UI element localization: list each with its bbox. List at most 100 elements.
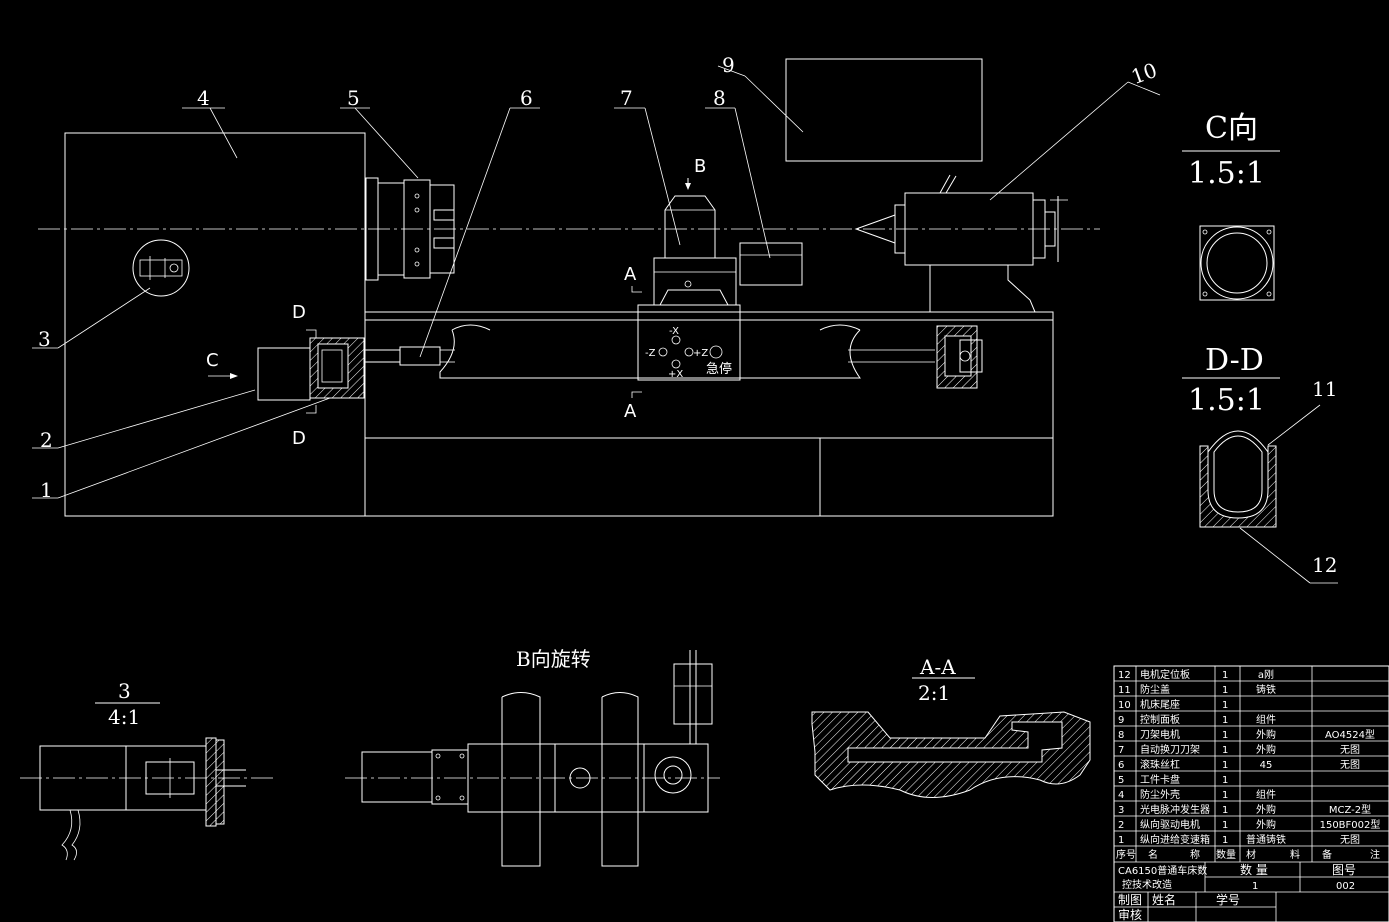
callout-12: 12	[1312, 553, 1337, 577]
dd-view-scale: 1.5:1	[1188, 383, 1265, 418]
callout-11: 11	[1312, 377, 1337, 401]
parts-cell-note: AO4524型	[1325, 728, 1375, 741]
dd-view	[1182, 377, 1280, 528]
detail3-scale: 4:1	[108, 705, 140, 729]
parts-list-table	[1113, 665, 1389, 922]
parts-cell-name: 纵向进给变速箱	[1140, 833, 1210, 846]
aa-view-title: A-A	[919, 655, 956, 679]
main-assembly-view	[32, 58, 1338, 584]
chuck	[365, 177, 455, 281]
c-view-scale: 1.5:1	[1188, 156, 1265, 191]
title-line1: CA6150普通车床数	[1118, 864, 1207, 877]
parts-cell-name: 电机定位板	[1140, 668, 1190, 681]
aa-section	[811, 677, 1091, 798]
encoder-detail-circle	[132, 239, 190, 297]
qty-label: 数 量	[1240, 862, 1268, 877]
parts-cell-material: 铸铁	[1256, 683, 1276, 696]
parts-cell-qty: 1	[1222, 805, 1228, 816]
callout-7: 7	[620, 86, 633, 110]
parts-cell-name: 防尘盖	[1140, 683, 1170, 696]
parts-cell-note: 150BF002型	[1320, 818, 1381, 831]
header-name-b: 称	[1190, 848, 1200, 861]
tailstock	[854, 174, 1068, 313]
parts-cell-no: 1	[1118, 835, 1124, 846]
parts-cell-qty: 1	[1222, 730, 1228, 741]
aa-view-scale: 2:1	[918, 681, 950, 705]
header-qty: 数量	[1216, 848, 1236, 861]
parts-cell-qty: 1	[1222, 685, 1228, 696]
callout-9: 9	[722, 53, 735, 77]
callout-6: 6	[520, 86, 533, 110]
parts-cell-no: 5	[1118, 775, 1124, 786]
qty-value: 1	[1252, 881, 1258, 892]
panel-minus-x: -X	[669, 326, 679, 337]
dd-view-title: D-D	[1205, 343, 1264, 378]
header-mat-b: 料	[1290, 848, 1300, 861]
parts-cell-material: 组件	[1256, 713, 1276, 726]
parts-cell-name: 机床尾座	[1140, 698, 1180, 711]
panel-estop: 急停	[706, 361, 732, 377]
callout-4: 4	[197, 86, 210, 110]
c-view-title: C向	[1205, 111, 1258, 146]
section-mark-a-bottom: A	[624, 401, 637, 422]
parts-cell-material: 外购	[1256, 818, 1276, 831]
drawing-no-label: 图号	[1332, 863, 1356, 877]
parts-cell-material: 普通铸铁	[1246, 833, 1286, 846]
panel-plus-z: +Z	[693, 348, 708, 359]
panel-minus-z: -Z	[645, 348, 656, 359]
parts-cell-material: a刚	[1258, 669, 1274, 681]
checked-by: 审核	[1118, 907, 1142, 922]
detail-3-view	[20, 702, 275, 861]
parts-cell-qty: 1	[1222, 790, 1228, 801]
student-no: 学号	[1216, 892, 1240, 907]
section-mark-b: B	[694, 156, 706, 177]
c-view	[1182, 150, 1280, 301]
parts-cell-no: 10	[1118, 700, 1131, 711]
parts-cell-no: 9	[1118, 715, 1124, 726]
ball-screw	[399, 324, 935, 379]
parts-cell-material: 45	[1260, 760, 1273, 771]
header-name-a: 名	[1148, 848, 1158, 861]
callout-3: 3	[38, 327, 51, 351]
header-mat-a: 材	[1246, 848, 1256, 861]
parts-cell-no: 2	[1118, 820, 1124, 831]
parts-cell-name: 刀架电机	[1140, 728, 1180, 741]
parts-cell-name: 光电脉冲发生器	[1140, 803, 1210, 816]
parts-cell-name: 防尘外壳	[1140, 788, 1180, 801]
parts-cell-no: 7	[1118, 745, 1124, 756]
parts-cell-material: 外购	[1256, 743, 1276, 756]
parts-cell-name: 纵向驱动电机	[1140, 818, 1200, 831]
b-view-rotated	[345, 650, 720, 867]
parts-cell-qty: 1	[1222, 670, 1228, 681]
callout-5: 5	[347, 86, 360, 110]
parts-cell-material: 组件	[1256, 788, 1276, 801]
lathe-bed	[364, 311, 1054, 517]
title-line2: 控技术改造	[1122, 878, 1172, 891]
parts-cell-qty: 1	[1222, 775, 1228, 786]
b-view-title: B向旋转	[516, 647, 591, 671]
callout-10: 10	[1128, 58, 1160, 89]
parts-cell-material: 外购	[1256, 728, 1276, 741]
parts-cell-no: 8	[1118, 730, 1124, 741]
parts-cell-qty: 1	[1222, 745, 1228, 756]
section-mark-d-top: D	[292, 302, 306, 323]
parts-cell-name: 工件卡盘	[1140, 773, 1180, 786]
parts-cell-material: 外购	[1256, 803, 1276, 816]
parts-cell-name: 滚珠丝杠	[1140, 758, 1180, 771]
section-mark-c: C	[206, 350, 219, 371]
feed-gearbox	[257, 337, 400, 401]
parts-cell-name: 自动换刀刀架	[1140, 743, 1200, 756]
parts-cell-note: 无图	[1340, 744, 1360, 756]
parts-cell-qty: 1	[1222, 760, 1228, 771]
parts-cell-no: 11	[1118, 685, 1131, 696]
screw-end-bearing	[936, 325, 983, 389]
control-panel	[785, 58, 983, 162]
parts-cell-no: 12	[1118, 670, 1131, 681]
section-arrows	[208, 178, 691, 414]
section-mark-a-top: A	[624, 264, 637, 285]
header-note-b: 注	[1370, 848, 1380, 861]
detail3-title: 3	[118, 679, 131, 703]
header-note-a: 备	[1322, 848, 1332, 861]
callout-2: 2	[40, 428, 53, 452]
